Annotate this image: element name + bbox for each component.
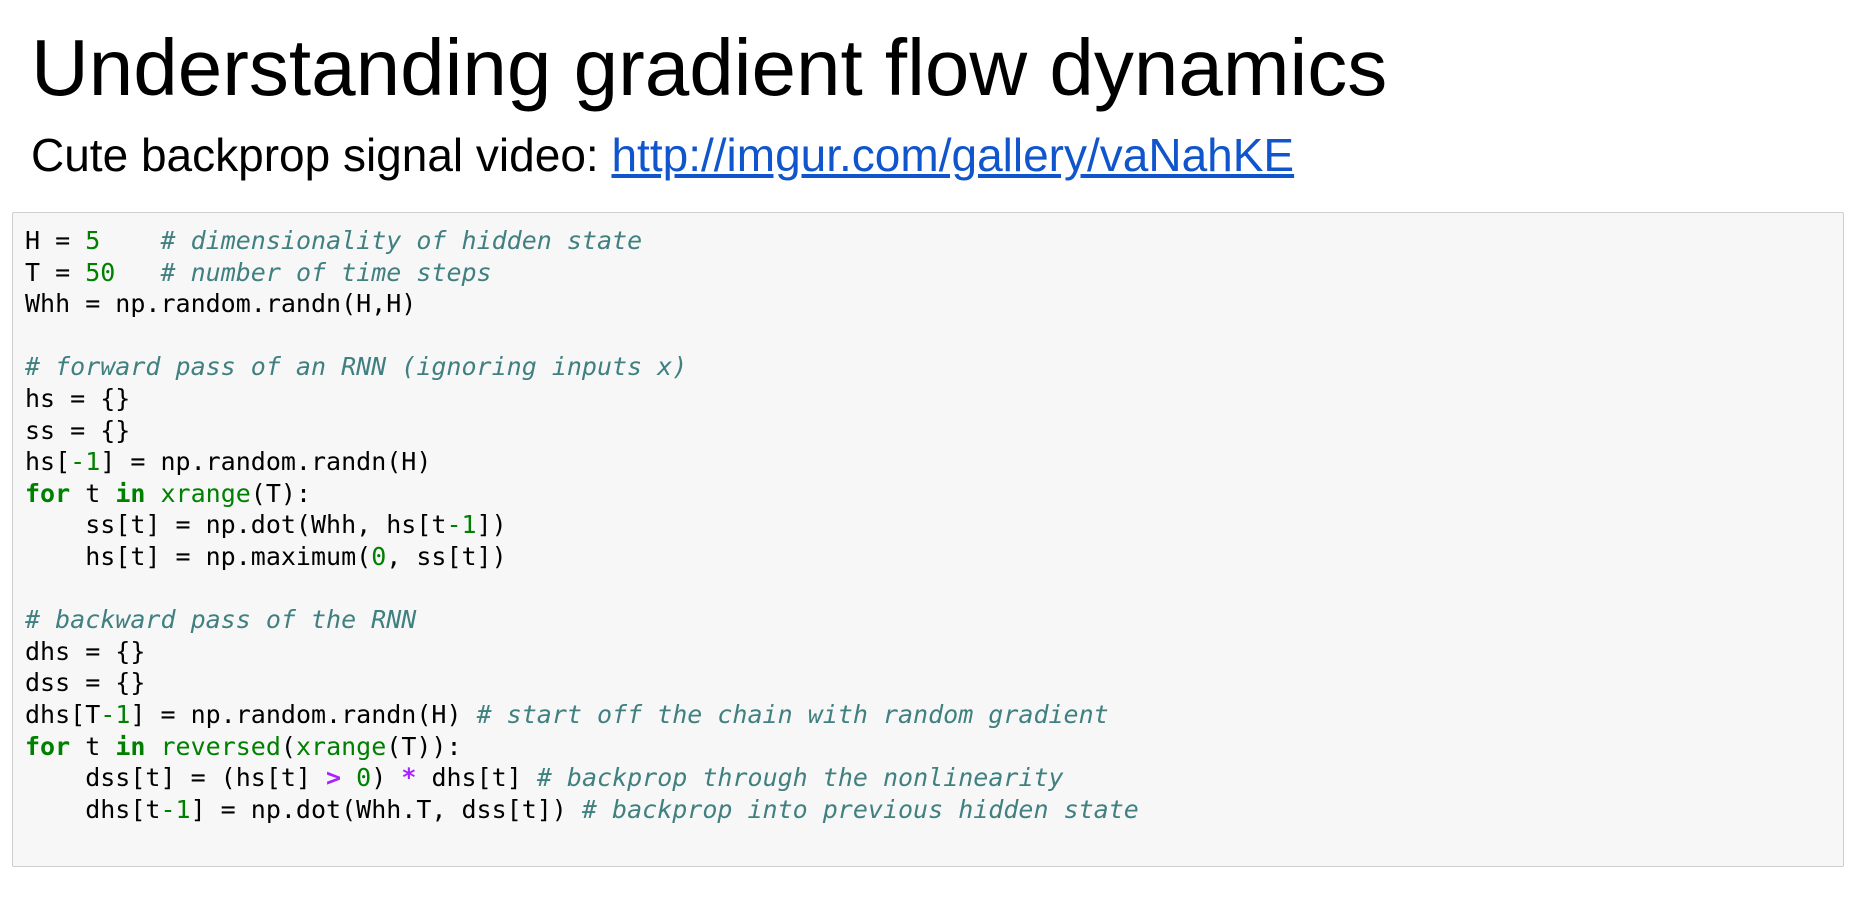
code-token: H =: [25, 226, 86, 255]
code-line: hs = {}: [25, 383, 1139, 415]
code-line: # forward pass of an RNN (ignoring input…: [25, 351, 1139, 383]
code-token: ] = np.dot(Whh.T, dss[t]): [190, 794, 582, 824]
code-token: dhs[t: [25, 794, 161, 824]
code-line: dhs[T-1] = np.random.randn(H) # start of…: [25, 699, 1139, 731]
code-token: [100, 226, 160, 255]
code-line: dhs[t-1] = np.dot(Whh.T, dss[t]) # backp…: [25, 794, 1139, 826]
code-token: -1: [100, 699, 131, 729]
code-line: ss = {}: [25, 415, 1139, 447]
code-token: -1: [160, 794, 191, 824]
code-token: dhs = {}: [25, 636, 146, 666]
code-token: for: [25, 731, 71, 761]
code-token: # dimensionality of hidden state: [160, 226, 643, 255]
code-token: >: [326, 763, 342, 793]
code-token: (T)):: [386, 731, 462, 761]
code-token: [115, 258, 160, 287]
code-token: ]): [476, 510, 507, 540]
code-token: [145, 732, 160, 761]
code-token: reversed: [160, 731, 281, 761]
code-token: # number of time steps: [160, 257, 492, 287]
subtitle-text: Cute backprop signal video:: [31, 129, 612, 181]
code-line: H = 5 # dimensionality of hidden state: [25, 225, 1139, 257]
code-line: for t in reversed(xrange(T)):: [25, 731, 1139, 763]
code-token: ] = np.random.randn(H): [100, 447, 432, 477]
code-token: t: [70, 731, 116, 761]
code-token: ss[t] = np.dot(Whh, hs[t: [25, 510, 447, 540]
code-token: xrange: [160, 478, 251, 508]
code-token: t: [70, 478, 116, 508]
code-token: in: [115, 731, 146, 761]
code-line: T = 50 # number of time steps: [25, 257, 1139, 289]
code-token: [145, 479, 160, 508]
code-line: # backward pass of the RNN: [25, 604, 1139, 636]
code-line: dss = {}: [25, 667, 1139, 699]
code-line: dss[t] = (hs[t] > 0) * dhs[t] # backprop…: [25, 762, 1139, 794]
code-token: in: [115, 478, 146, 508]
code-token: Whh = np.random.randn(H,H): [25, 289, 417, 319]
code-token: ss = {}: [25, 415, 131, 445]
code-line: hs[-1] = np.random.randn(H): [25, 446, 1139, 478]
code-token: # backprop into previous hidden state: [581, 794, 1139, 824]
code-token: [341, 763, 356, 792]
code-token: dhs[t]: [416, 763, 537, 793]
code-token: 50: [85, 257, 116, 287]
code-token: xrange: [295, 731, 387, 761]
code-token: hs = {}: [25, 383, 131, 413]
code-token: # backprop through the nonlinearity: [536, 763, 1064, 793]
code-token: -1: [70, 447, 101, 477]
code-token: (T):: [250, 478, 312, 508]
code-token: -1: [446, 510, 477, 540]
code-token: dhs[T: [25, 699, 101, 729]
code-token: # forward pass of an RNN (ignoring input…: [25, 352, 688, 382]
code-line: hs[t] = np.maximum(0, ss[t]): [25, 541, 1139, 573]
code-token: (: [280, 731, 296, 761]
code-token: 0: [356, 763, 372, 793]
blank-code-line: [25, 573, 1139, 605]
code-token: # start off the chain with random gradie…: [476, 699, 1109, 729]
code-line: dhs = {}: [25, 636, 1139, 668]
code-token: T =: [25, 257, 86, 287]
code-token: *: [401, 763, 417, 793]
code-token: dss = {}: [25, 668, 146, 698]
video-link[interactable]: http://imgur.com/gallery/vaNahKE: [611, 129, 1295, 181]
code-token: dss[t] = (hs[t]: [25, 763, 327, 793]
code-token: ] = np.random.randn(H): [130, 699, 477, 729]
slide-title: Understanding gradient flow dynamics: [31, 23, 1388, 112]
code-token: hs[t] = np.maximum(: [25, 541, 372, 571]
blank-code-line: [25, 320, 1139, 352]
code-token: # backward pass of the RNN: [25, 605, 417, 635]
code-token: hs[: [25, 447, 71, 477]
code-line: Whh = np.random.randn(H,H): [25, 288, 1139, 320]
subtitle: Cute backprop signal video: http://imgur…: [31, 127, 1294, 183]
code-line: ss[t] = np.dot(Whh, hs[t-1]): [25, 509, 1139, 541]
code-token: for: [25, 478, 71, 508]
code-token: 5: [85, 226, 101, 255]
code-token: ): [371, 763, 402, 793]
code-line: for t in xrange(T):: [25, 478, 1139, 510]
code-token: , ss[t]): [386, 541, 507, 571]
code-token: 0: [371, 541, 387, 571]
